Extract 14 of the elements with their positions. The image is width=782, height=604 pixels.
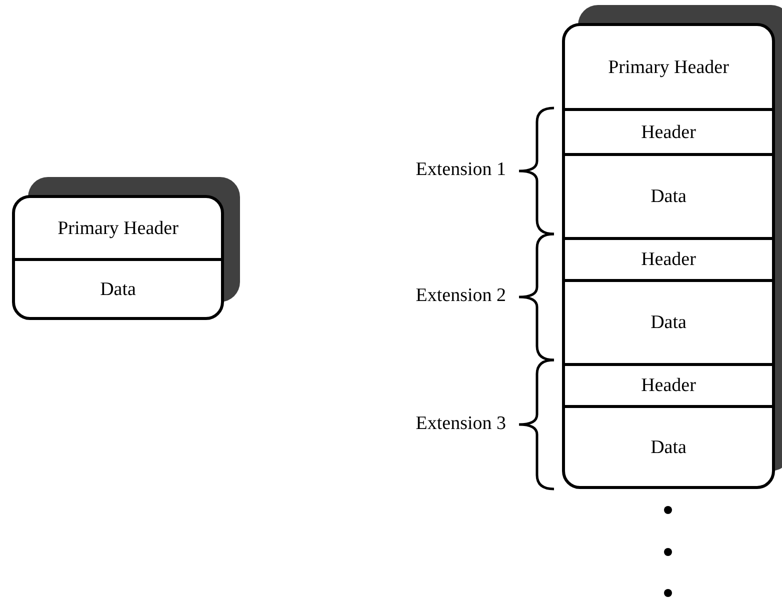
- extension-label: Extension 3: [416, 414, 506, 432]
- section-label: Header: [641, 122, 696, 142]
- section-label: Primary Header: [58, 218, 178, 238]
- section-label: Data: [100, 280, 136, 298]
- section-label: Header: [641, 250, 696, 269]
- section-label: Header: [641, 376, 696, 395]
- file-box: [562, 23, 775, 489]
- section-label: Data: [650, 187, 686, 206]
- file-box: [12, 195, 224, 320]
- section-label: Primary Header: [608, 58, 729, 76]
- section-label: Data: [650, 438, 686, 456]
- section-label: Data: [650, 313, 686, 332]
- extension-label: Extension 2: [416, 286, 506, 305]
- extension-label: Extension 1: [416, 160, 506, 179]
